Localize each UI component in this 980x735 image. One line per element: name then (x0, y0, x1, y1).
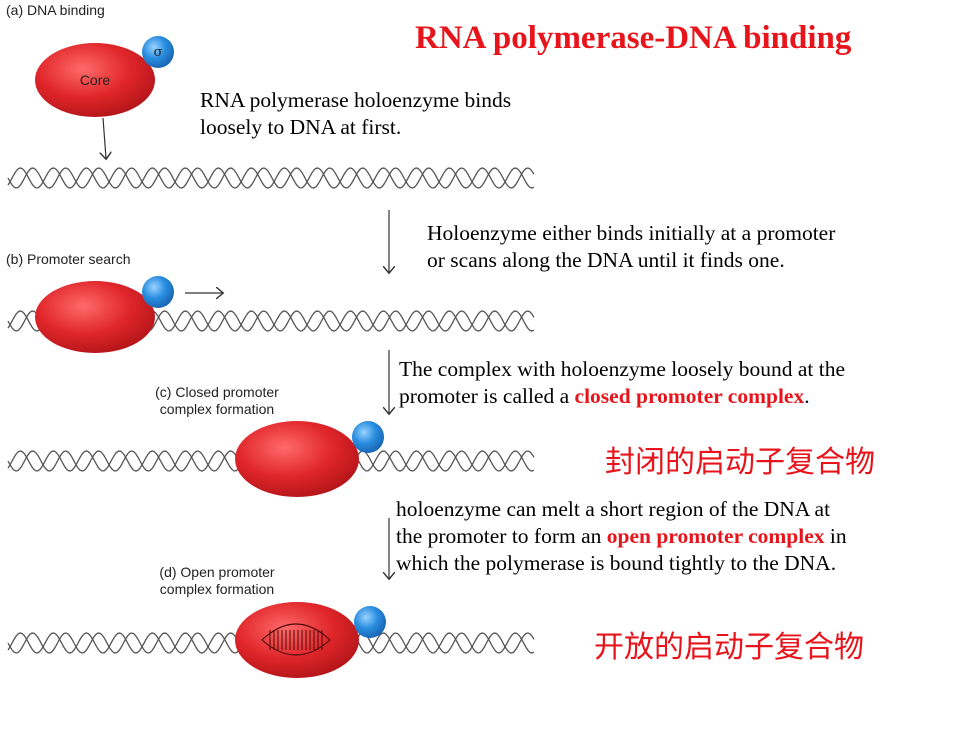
sigma-factor-c (352, 421, 384, 453)
panel-c-label-line2: complex formation (159, 401, 275, 417)
sigma-factor-d (354, 606, 386, 638)
binding-arrow-a (103, 117, 106, 158)
holoenzyme-b (35, 281, 155, 353)
dna-strand (7, 167, 535, 189)
sigma-label: σ (153, 45, 163, 60)
core-label: Core (79, 72, 111, 88)
description-2-line2: or scans along the DNA until it finds on… (427, 248, 785, 272)
description-4-line1: holoenzyme can melt a short region of th… (396, 497, 831, 521)
panel-a-label: (a) DNA binding (6, 2, 105, 18)
open-complex-chinese: 开放的启动子复合物 (594, 630, 864, 665)
closed-complex-chinese: 封闭的启动子复合物 (605, 445, 875, 480)
description-3-text: promoter is called a (399, 384, 575, 408)
panel-d-label: (d) Open promoter complex formation (122, 564, 312, 598)
description-1: RNA polymerase holoenzyme binds loosely … (200, 87, 511, 141)
sigma-factor-a (142, 36, 174, 68)
core-enzyme-a (35, 43, 155, 117)
description-1-line1: RNA polymerase holoenzyme binds (200, 88, 512, 112)
description-4-in: in (824, 524, 847, 548)
sigma-factor-b (142, 276, 174, 308)
panel-d-label-line2: complex formation (159, 581, 275, 597)
description-2: Holoenzyme either binds initially at a p… (427, 220, 835, 274)
description-4: holoenzyme can melt a short region of th… (396, 496, 847, 577)
description-4-line3: which the polymerase is bound tightly to… (396, 551, 837, 575)
description-2-line1: Holoenzyme either binds initially at a p… (427, 221, 836, 245)
description-3: The complex with holoenzyme loosely boun… (399, 356, 845, 410)
holoenzyme-c (235, 421, 359, 497)
panel-d-label-line1: (d) Open promoter (159, 564, 275, 580)
description-3-line1: The complex with holoenzyme loosely boun… (399, 357, 846, 381)
description-1-line2: loosely to DNA at first. (200, 115, 402, 139)
slide-title: RNA polymerase-DNA binding (415, 20, 852, 56)
holoenzyme-d (235, 602, 359, 678)
panel-c-label: (c) Closed promoter complex formation (122, 384, 312, 418)
description-4-text: the promoter to form an (396, 524, 607, 548)
dna-strand (7, 167, 535, 189)
closed-promoter-complex-term: closed promoter complex (574, 384, 805, 408)
panel-c-label-line1: (c) Closed promoter (155, 384, 279, 400)
description-4-line2: the promoter to form an open promoter co… (396, 523, 847, 550)
dna-helix-a (7, 167, 535, 189)
melted-dna-bubble (261, 623, 331, 656)
open-promoter-complex-term: open promoter complex (606, 524, 825, 548)
description-3-period: . (804, 384, 810, 408)
description-3-line2: promoter is called a closed promoter com… (399, 383, 845, 410)
panel-b-label: (b) Promoter search (6, 251, 131, 267)
